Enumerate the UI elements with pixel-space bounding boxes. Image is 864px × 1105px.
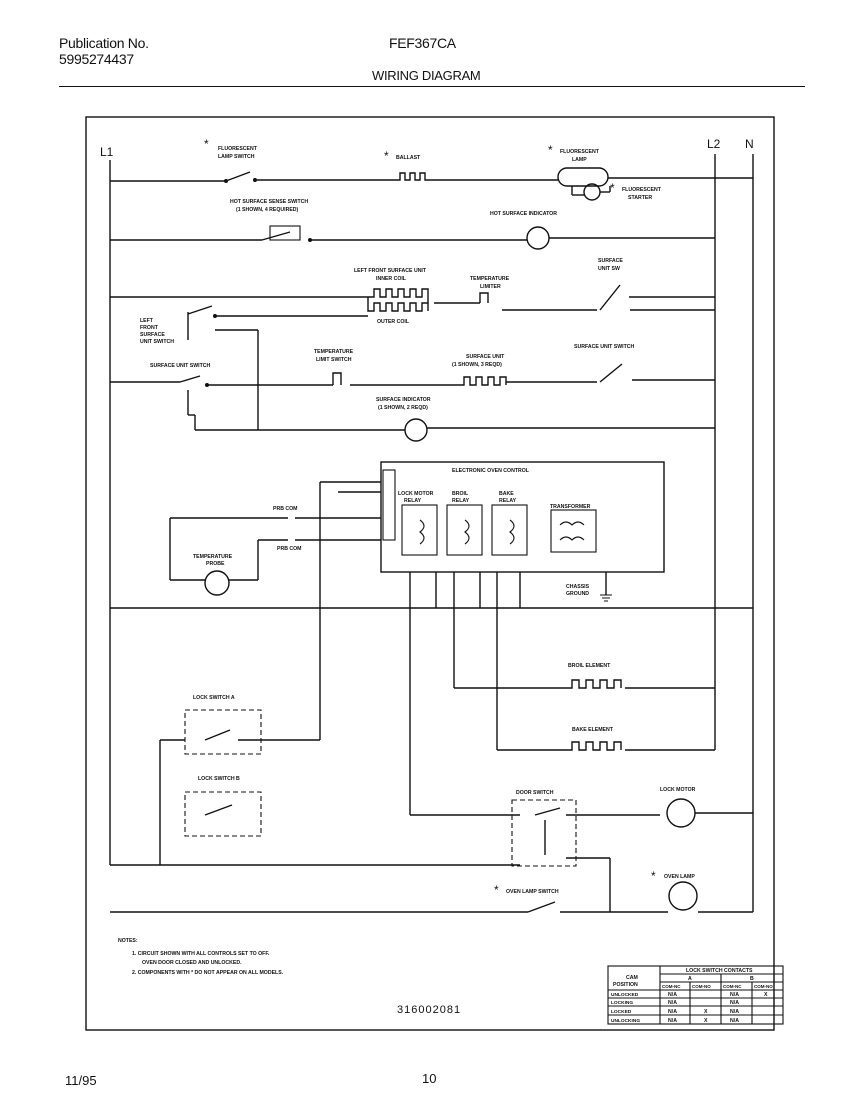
label-surface-unit-3: SURFACE UNIT(1 SHOWN, 3 REQD) — [452, 354, 505, 368]
label-outer-coil: OUTER COIL — [377, 319, 410, 325]
label-hot-surface-sense-switch: HOT SURFACE SENSE SWITCH(1 SHOWN, 4 REQU… — [230, 199, 308, 213]
table-subhead: COM-NO — [692, 984, 711, 989]
lock-switch-contacts-table — [607, 965, 784, 1025]
table-cell: N/A — [668, 1000, 677, 1006]
asterisk-oven-lamp-switch: * — [494, 883, 499, 897]
footer-date: 11/95 — [65, 1073, 97, 1088]
lock-switch-a — [159, 709, 320, 865]
table-cell: X — [704, 1009, 708, 1015]
label-oven-lamp-switch: OVEN LAMP SWITCH — [506, 889, 559, 895]
heating-elements — [454, 679, 715, 751]
table-cell: X — [704, 1018, 708, 1024]
probe-circuit — [110, 481, 753, 815]
label-lock-switch-a: LOCK SWITCH A — [193, 695, 235, 701]
table-group-a: A — [688, 976, 692, 982]
left-front-surface-circuit — [110, 284, 715, 430]
electronic-oven-control — [380, 461, 665, 573]
table-group-b: B — [750, 976, 754, 982]
table-cell: N/A — [730, 1000, 739, 1006]
notes-line-2: OVEN DOOR CLOSED AND UNLOCKED. — [142, 960, 242, 966]
asterisk-lamp-switch: * — [204, 137, 209, 151]
table-subhead: COM-NO — [754, 984, 773, 989]
terminal-n: N — [745, 137, 754, 151]
table-cell: N/A — [730, 992, 739, 998]
terminal-l2: L2 — [707, 137, 721, 151]
label-ballast: BALLAST — [396, 155, 421, 161]
lock-switch-b — [184, 791, 262, 837]
label-prb-com-1: PRB COM — [273, 506, 298, 512]
label-transformer: TRANSFORMER — [550, 504, 591, 510]
label-hot-surface-indicator: HOT SURFACE INDICATOR — [490, 211, 557, 217]
label-electronic-oven-control: ELECTRONIC OVEN CONTROL — [452, 468, 530, 474]
part-number: 316002081 — [397, 1004, 461, 1016]
publication-label: Publication No. — [59, 35, 149, 51]
table-subhead: COM-NC — [723, 984, 742, 989]
table-title: LOCK SWITCH CONTACTS — [686, 968, 753, 974]
table-row-label: LOCKED — [611, 1009, 632, 1015]
label-oven-lamp: OVEN LAMP — [664, 874, 695, 880]
label-surface-indicator: SURFACE INDICATOR(1 SHOWN, 2 REQD) — [376, 397, 431, 411]
asterisk-ballast: * — [384, 149, 389, 163]
header-rule — [59, 86, 805, 87]
page-number: 10 — [422, 1071, 437, 1086]
asterisk-oven-lamp: * — [651, 869, 656, 883]
notes-heading: NOTES: — [118, 938, 138, 944]
table-cell: N/A — [668, 1009, 677, 1015]
model-number: FEF367CA — [389, 35, 456, 51]
publication-number: 5995274437 — [59, 51, 134, 67]
label-lock-switch-b: LOCK SWITCH B — [198, 776, 240, 782]
notes-line-3: 2. COMPONENTS WITH * DO NOT APPEAR ON AL… — [132, 970, 284, 976]
door-switch-circuit — [110, 798, 753, 913]
table-cell: N/A — [730, 1009, 739, 1015]
table-cell: N/A — [668, 992, 677, 998]
label-surface-unit-switch-right: SURFACE UNIT SWITCH — [574, 344, 634, 350]
fluorescent-circuit — [110, 167, 753, 201]
table-cell: N/A — [730, 1018, 739, 1024]
diagram-title: WIRING DIAGRAM — [372, 68, 481, 83]
table-row-label: LOCKING — [611, 1000, 633, 1006]
hot-surface-circuit — [110, 225, 715, 250]
table-cell: N/A — [668, 1018, 677, 1024]
surface-unit-circuit — [110, 363, 715, 442]
notes-line-1: 1. CIRCUIT SHOWN WITH ALL CONTROLS SET T… — [132, 951, 270, 957]
label-surface-unit-switch-left: SURFACE UNIT SWITCH — [150, 363, 210, 369]
label-bake-element: BAKE ELEMENT — [572, 727, 614, 733]
table-row-label: UNLOCKING — [611, 1018, 640, 1024]
terminal-l1: L1 — [100, 145, 114, 159]
table-subhead: COM-NC — [662, 984, 681, 989]
label-door-switch: DOOR SWITCH — [516, 790, 554, 796]
label-broil-element: BROIL ELEMENT — [568, 663, 611, 669]
asterisk-fluorescent-lamp: * — [548, 143, 553, 157]
label-prb-com-2: PRB COM — [277, 546, 302, 552]
table-row-label: UNLOCKED — [611, 992, 639, 998]
diagram-border — [85, 116, 775, 1031]
asterisk-starter: * — [610, 181, 615, 195]
label-lock-motor: LOCK MOTOR — [660, 787, 696, 793]
table-cell: X — [764, 992, 768, 998]
